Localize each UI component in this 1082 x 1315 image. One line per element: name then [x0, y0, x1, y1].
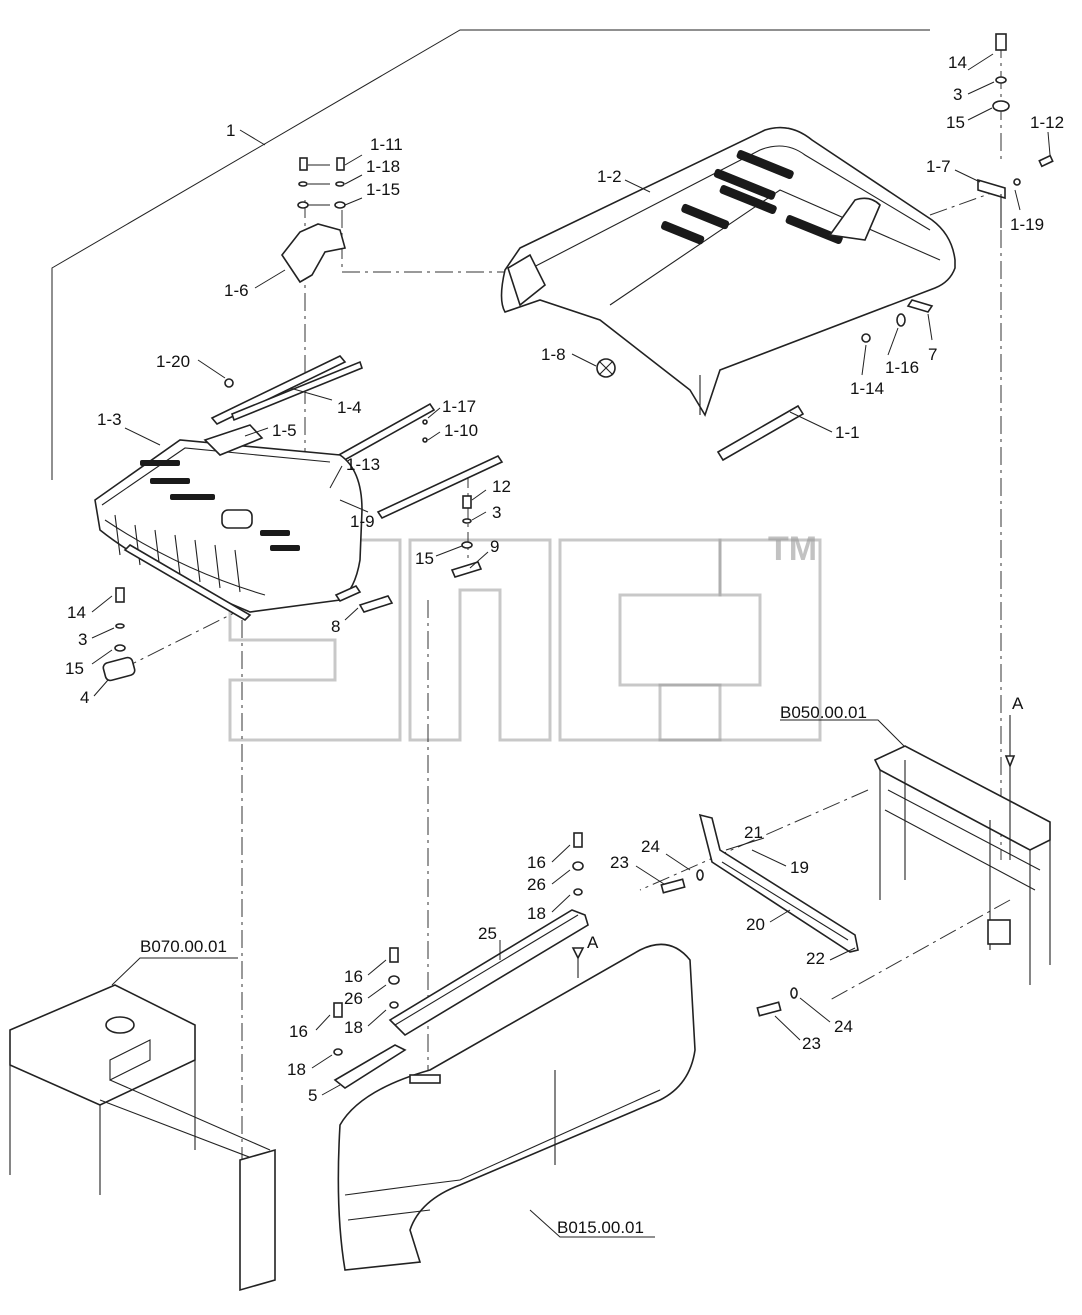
engine-cover: [94, 424, 363, 622]
hood-cover: [500, 126, 956, 417]
label-3-left: 3: [78, 630, 87, 649]
label-1-2: 1-2: [597, 167, 622, 186]
cover-vent-slots: [140, 460, 300, 551]
label-9: 9: [490, 537, 499, 556]
label-1-15: 1-15: [366, 180, 400, 199]
label-23-top: 23: [610, 853, 629, 872]
label-1-17: 1-17: [442, 397, 476, 416]
label-12: 12: [492, 477, 511, 496]
label-1-12: 1-12: [1030, 113, 1064, 132]
seal-strip: [716, 404, 805, 462]
label-16-left: 16: [289, 1022, 308, 1041]
label-3-top: 3: [953, 85, 962, 104]
counterweight-brackets: [660, 813, 859, 1017]
label-26-right: 26: [527, 875, 546, 894]
label-1-11: 1-11: [370, 135, 403, 154]
label-14-left: 14: [67, 603, 86, 622]
label-1-3: 1-3: [97, 410, 122, 429]
rail-25: [388, 832, 589, 1037]
label-22: 22: [806, 949, 825, 968]
cover-plate-1-5: [203, 424, 264, 456]
label-1-6: 1-6: [224, 281, 249, 300]
label-15-left: 15: [65, 659, 84, 678]
part-labels: 1 1-11 1-18 1-15 1-6 1-2 14 3 15 1-12 1-…: [65, 53, 1064, 1237]
hood-latch-pad: [828, 197, 881, 241]
label-1-9: 1-9: [350, 512, 375, 531]
small-plates: [334, 495, 483, 613]
label-1-13: 1-13: [346, 455, 380, 474]
hinge-bracket: [281, 223, 347, 284]
label-1: 1: [226, 121, 235, 140]
label-1-5: 1-5: [272, 421, 297, 440]
label-1-20: 1-20: [156, 352, 190, 371]
hinge-fasteners: [297, 157, 346, 209]
hood-vent-slots: [661, 150, 843, 245]
label-1-8: 1-8: [541, 345, 566, 364]
top-right-fasteners: [992, 33, 1010, 112]
label-20: 20: [746, 915, 765, 934]
watermark-trademark: TM: [768, 530, 817, 568]
label-8: 8: [331, 617, 340, 636]
label-15-top: 15: [946, 113, 965, 132]
label-1-18: 1-18: [366, 157, 400, 176]
label-23-bottom: 23: [802, 1034, 821, 1053]
watermark-logo: TM: [228, 530, 822, 742]
label-24-bottom: 24: [834, 1017, 853, 1036]
cover-hatch: [221, 509, 253, 529]
label-4: 4: [80, 688, 89, 707]
label-b050: B050.00.01: [780, 703, 867, 722]
leader-lines: [91, 53, 1051, 1238]
label-1-4: 1-4: [337, 398, 362, 417]
label-24-top: 24: [641, 837, 660, 856]
label-b070: B070.00.01: [140, 937, 227, 956]
label-16-right: 16: [527, 853, 546, 872]
label-section-a-right: A: [1012, 694, 1024, 713]
hood-hinge-end: [507, 253, 547, 307]
label-1-19: 1-19: [1010, 215, 1044, 234]
right-frame: [873, 715, 1051, 985]
label-21: 21: [744, 823, 763, 842]
label-1-10: 1-10: [444, 421, 478, 440]
label-3-mid: 3: [492, 503, 501, 522]
label-b015: B015.00.01: [557, 1218, 644, 1237]
left-pad: [102, 587, 136, 682]
label-1-7: 1-7: [926, 157, 951, 176]
label-26-mid: 26: [344, 989, 363, 1008]
label-1-14: 1-14: [850, 379, 884, 398]
assembly-leader: [51, 29, 930, 480]
label-section-a-mid: A: [587, 933, 599, 952]
left-frame: [9, 984, 276, 1292]
label-18-left: 18: [287, 1060, 306, 1079]
grommet-1-8: [596, 358, 616, 378]
label-15-mid: 15: [415, 549, 434, 568]
label-19: 19: [790, 858, 809, 877]
bracket-5: [333, 947, 407, 1089]
label-16-mid: 16: [344, 967, 363, 986]
label-18-mid: 18: [344, 1018, 363, 1037]
label-25: 25: [478, 924, 497, 943]
label-5: 5: [308, 1086, 317, 1105]
label-14-top: 14: [948, 53, 967, 72]
label-1-16: 1-16: [885, 358, 919, 377]
label-1-1: 1-1: [835, 423, 860, 442]
counterweight: [337, 943, 696, 1271]
label-18-right: 18: [527, 904, 546, 923]
label-7: 7: [928, 345, 937, 364]
hood-stop-parts: [861, 299, 934, 343]
bracket-1-7: [977, 154, 1054, 228]
